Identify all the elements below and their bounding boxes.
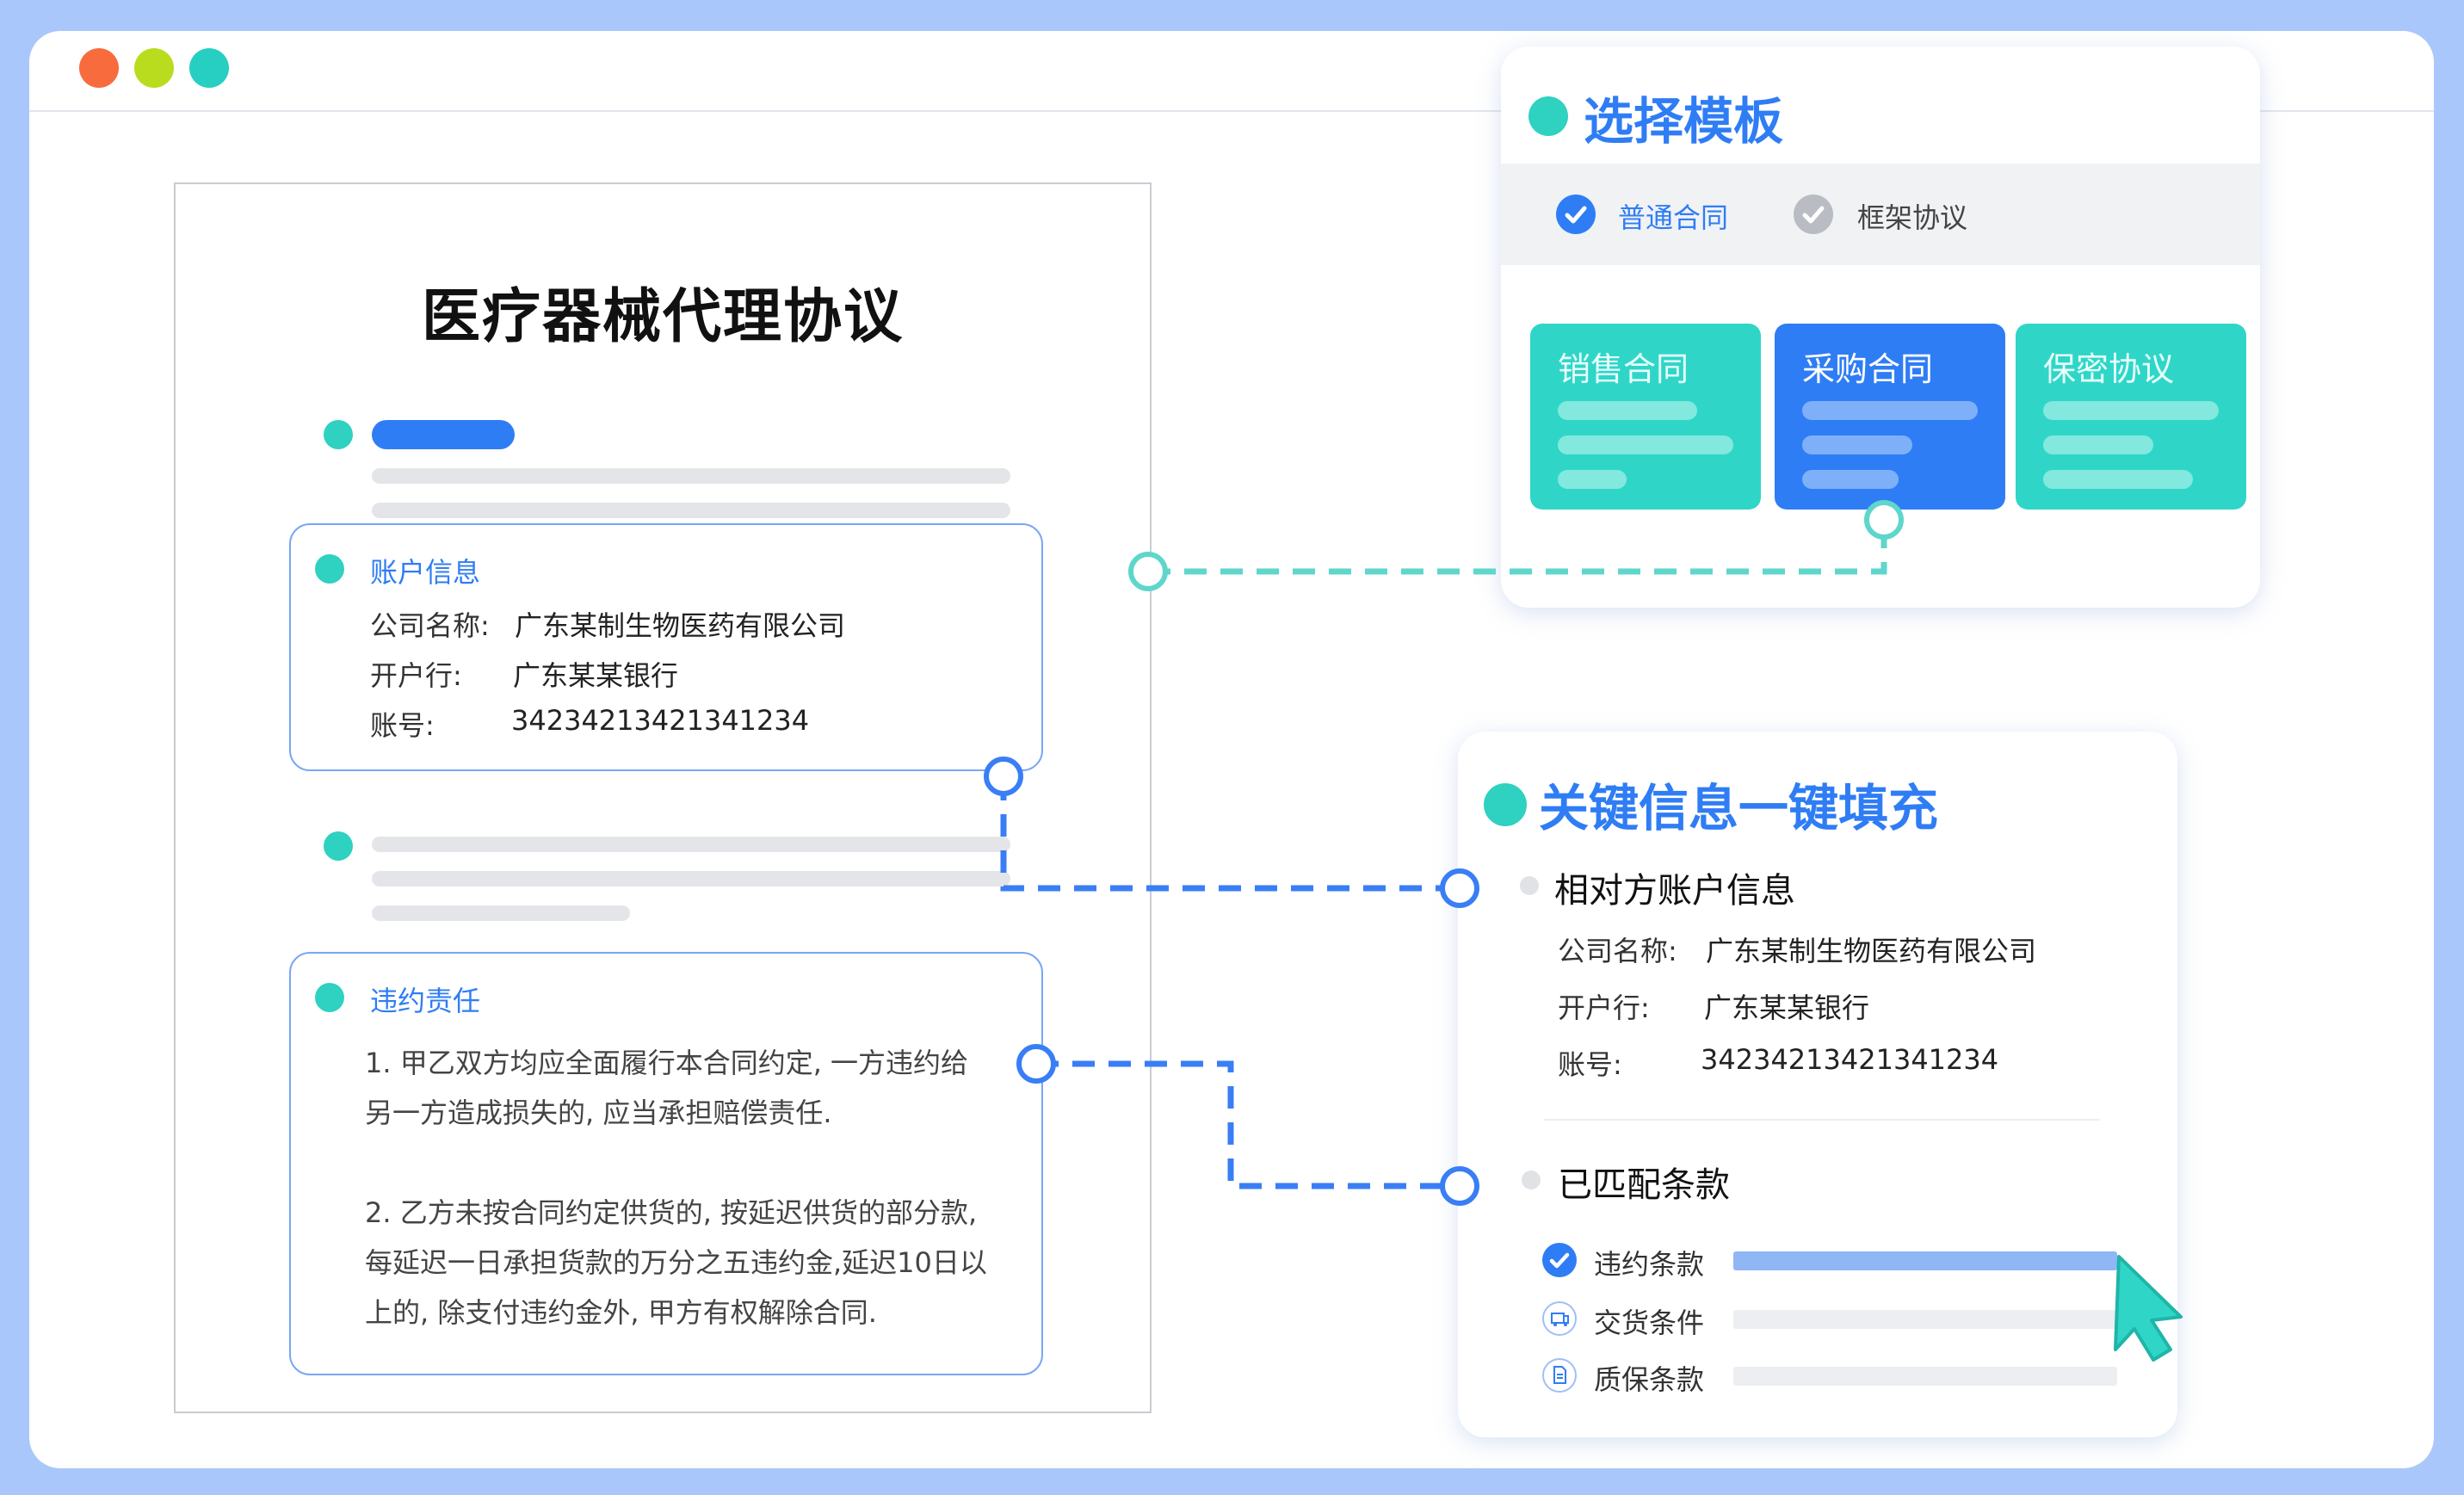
text-line-placeholder [372, 468, 1010, 484]
check-circle-icon [1794, 195, 1833, 234]
breach-clause-text: 2. 乙方未按合同约定供货的, 按延迟供货的部分款, [365, 1196, 978, 1229]
panel-bullet [1528, 96, 1568, 136]
bank-value: 广东某某银行 [1704, 992, 1870, 1024]
app-window: 医疗器械代理协议 账户信息 公司名称: 广东某制生物医药有限公司 开户行: 广东… [29, 31, 2434, 1468]
bank-label: 开户行: [370, 659, 462, 692]
document-title: 医疗器械代理协议 [421, 283, 904, 351]
clause-match-bar [1733, 1367, 2117, 1386]
placeholder-bar [1558, 436, 1733, 454]
key-info-fill-panel: 关键信息一键填充 相对方账户信息 公司名称: 广东某制生物医药有限公司 开户行:… [1458, 732, 2177, 1437]
text-line-placeholder [372, 871, 1010, 886]
panel-bullet [1484, 783, 1527, 826]
template-tab-strip: 普通合同 框架协议 [1501, 164, 2260, 265]
template-connector [1128, 500, 1904, 591]
breach-liability-card[interactable]: 违约责任 1. 甲乙双方均应全面履行本合同约定, 一方违约给 另一方造成损失的,… [289, 952, 1043, 1375]
template-card-sales[interactable]: 销售合同 [1530, 324, 1761, 510]
account-number-value: 34234213421341234 [511, 704, 810, 737]
cursor-icon [2114, 1255, 2183, 1362]
template-panel-title: 选择模板 [1584, 92, 1784, 151]
subsection-dot [1522, 1171, 1541, 1189]
placeholder-bar [1802, 436, 1912, 454]
matched-clauses-heading: 已匹配条款 [1558, 1165, 1730, 1205]
account-info-card[interactable]: 账户信息 公司名称: 广东某制生物医药有限公司 开户行: 广东某某银行 账号: … [289, 523, 1043, 771]
account-number-label: 账号: [1558, 1048, 1622, 1081]
maximize-window-button[interactable] [189, 48, 229, 88]
template-select-panel: 选择模板 普通合同 框架协议 销售合同 采购合同 保密协议 [1501, 46, 2260, 608]
bank-value: 广东某某银行 [513, 659, 679, 692]
placeholder-bar [2043, 401, 2219, 420]
company-name-label: 公司名称: [370, 609, 490, 642]
text-line-placeholder [372, 837, 1010, 852]
template-card-confidentiality[interactable]: 保密协议 [2016, 324, 2246, 510]
breach-connector [1016, 1044, 1479, 1206]
account-connector [984, 757, 1479, 908]
clause-match-bar [1733, 1251, 2117, 1270]
section-bullet [324, 420, 353, 449]
company-name-label: 公司名称: [1558, 935, 1677, 967]
placeholder-bar [1802, 470, 1899, 489]
section-heading-placeholder [372, 420, 515, 449]
company-name-value: 广东某制生物医药有限公司 [1706, 935, 2037, 967]
text-line-placeholder [372, 503, 1010, 518]
placeholder-bar [2043, 436, 2153, 454]
window-titlebar [29, 31, 2434, 112]
clause-match-bar [1733, 1310, 2117, 1329]
clause-label-breach: 违约条款 [1594, 1248, 1705, 1281]
minimize-window-button[interactable] [134, 48, 174, 88]
breach-clause-text: 1. 甲乙双方均应全面履行本合同约定, 一方违约给 [365, 1047, 969, 1079]
template-card-label: 采购合同 [1802, 350, 1934, 388]
card-bullet [315, 983, 344, 1012]
truck-icon [1542, 1301, 1577, 1336]
template-card-label: 保密协议 [2043, 350, 2175, 388]
check-circle-icon [1542, 1243, 1577, 1277]
breach-clause-text: 每延迟一日承担货款的万分之五违约金,延迟10日以 [365, 1246, 987, 1279]
placeholder-bar [1802, 401, 1978, 420]
bank-label: 开户行: [1558, 992, 1650, 1024]
placeholder-bar [2043, 470, 2193, 489]
close-window-button[interactable] [79, 48, 119, 88]
account-number-value: 34234213421341234 [1701, 1043, 1999, 1076]
counterparty-heading: 相对方账户信息 [1554, 871, 1795, 911]
subsection-dot [1520, 876, 1539, 895]
section-bullet [324, 831, 353, 861]
tab-general-contract[interactable]: 普通合同 [1618, 201, 1729, 234]
breach-liability-title: 违约责任 [370, 985, 481, 1017]
card-bullet [315, 554, 344, 584]
tab-framework-agreement[interactable]: 框架协议 [1857, 201, 1968, 234]
check-circle-icon [1556, 195, 1596, 234]
company-name-value: 广东某制生物医药有限公司 [515, 609, 846, 642]
text-line-placeholder [372, 905, 630, 921]
clause-label-warranty: 质保条款 [1594, 1363, 1705, 1396]
template-card-purchase[interactable]: 采购合同 [1775, 324, 2005, 510]
template-card-label: 销售合同 [1558, 350, 1689, 388]
document-icon [1542, 1358, 1577, 1393]
clause-label-delivery: 交货条件 [1594, 1307, 1705, 1339]
account-info-title: 账户信息 [370, 556, 481, 589]
breach-clause-text: 上的, 除支付违约金外, 甲方有权解除合同. [365, 1296, 877, 1329]
account-number-label: 账号: [370, 709, 435, 742]
fill-panel-title: 关键信息一键填充 [1539, 779, 1939, 837]
connector-overlay [984, 500, 2183, 1362]
placeholder-bar [1558, 470, 1627, 489]
placeholder-bar [1558, 401, 1697, 420]
breach-clause-text: 另一方造成损失的, 应当承担赔偿责任. [365, 1097, 832, 1129]
section-divider [1544, 1119, 2100, 1121]
